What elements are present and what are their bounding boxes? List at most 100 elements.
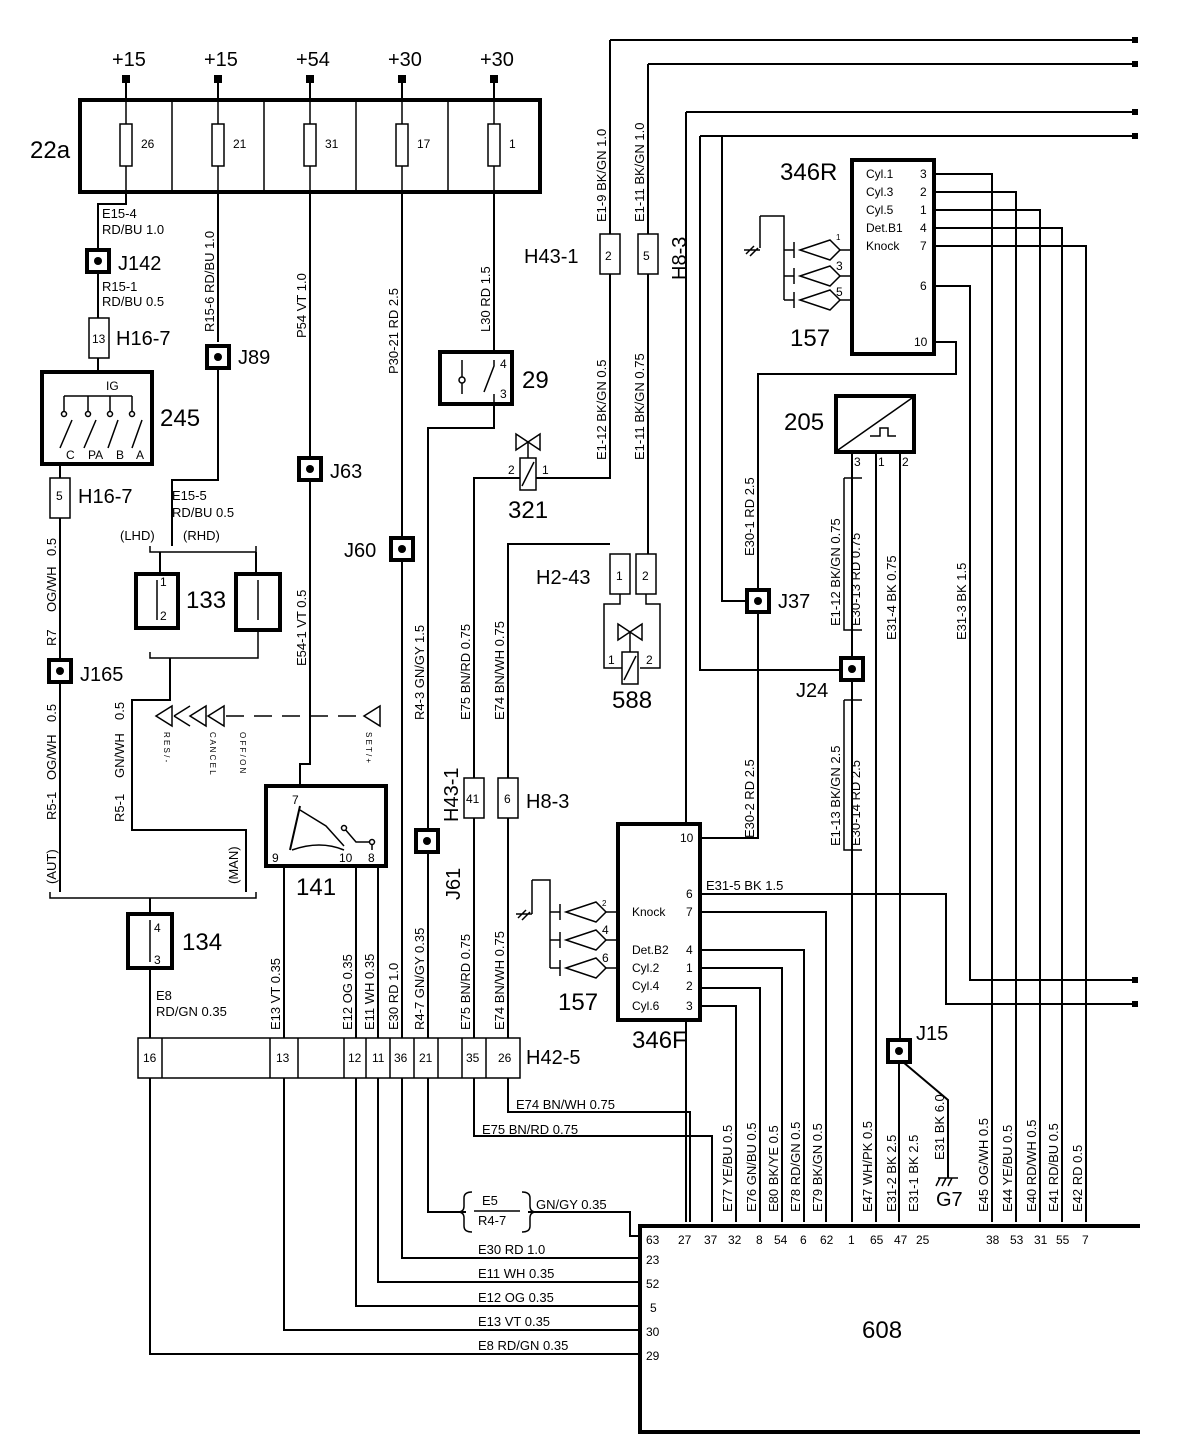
junction-label: J89	[238, 347, 270, 369]
wire-label: E8	[156, 988, 172, 1003]
wire-label: E74 BN/WH 0.75	[516, 1097, 615, 1112]
wire-label: 0.5	[44, 704, 59, 722]
valve-circuit: E1-9 BK/GN 1.0 E1-11 BK/GN 1.0 2 5 H43-1…	[441, 37, 1138, 1038]
connector-pin: 36	[394, 1051, 408, 1065]
wire-label: E31-4 BK 0.75	[884, 555, 899, 640]
wire-label: E75 BN/RD 0.75	[482, 1122, 578, 1137]
brake-circuit: L30 RD 1.5 4 3 29 R4-3 GN/GY 1.5 J61 R4-…	[412, 192, 549, 1038]
component-label: 157	[558, 989, 598, 1016]
component-label: 205	[784, 409, 824, 436]
module-pin-name: Knock	[632, 905, 666, 919]
module-pin: 7	[920, 239, 927, 253]
ecu-pin: 62	[820, 1233, 834, 1247]
wire-label: E30-14 RD 2.5	[848, 760, 863, 846]
valve-pin: 1	[542, 463, 549, 477]
wire-label: E1-12 BK/GN 0.5	[594, 360, 609, 460]
wire-label: E45 OG/WH 0.5	[976, 1118, 991, 1212]
wire-label: R4-3 GN/GY 1.5	[412, 625, 427, 720]
wire-label: E44 YE/BU 0.5	[1000, 1125, 1015, 1212]
switch-pin: B	[116, 448, 124, 462]
ecu-wire-labels: E77 YE/BU 0.5 E76 GN/BU 0.5 E80 BK/YE 0.…	[720, 1118, 1085, 1212]
valve-pin: 1	[608, 653, 615, 667]
junction-label: J37	[778, 591, 810, 613]
ecu-pin: 7	[1082, 1233, 1089, 1247]
component-label: 29	[522, 367, 549, 394]
wire-label: E12 OG 0.35	[340, 954, 355, 1030]
connector-pin: 13	[92, 332, 106, 346]
wire-label: P30-21 RD 2.5	[386, 288, 401, 374]
fuse-number: 17	[417, 137, 431, 151]
wire-label: P54 VT 1.0	[294, 273, 309, 338]
component-label: 133	[186, 587, 226, 614]
wire-label: E76 GN/BU 0.5	[744, 1122, 759, 1212]
wire-label: E8 RD/GN 0.35	[478, 1338, 568, 1353]
ecu-pin: 25	[916, 1233, 930, 1247]
module-pin: 6	[686, 887, 693, 901]
ecu-608: 608 27 37 32 8 54 6 62 1 65 47 25 38 53 …	[638, 1224, 1140, 1434]
aut-label: (AUT)	[44, 849, 59, 884]
wire-label: RD/GN 0.35	[156, 1004, 227, 1019]
module-pin-name: Cyl.3	[866, 185, 894, 199]
wire-label: E30 RD 1.0	[386, 963, 401, 1030]
wire-label: E15-4	[102, 206, 137, 221]
switch-pin: 3	[500, 387, 507, 401]
wire-label: OG/WH	[44, 735, 59, 781]
knock-sensor-section: 346R Cyl.1 Cyl.3 Cyl.5 Det.B1 Knock 3 2 …	[685, 109, 1138, 1222]
terminal-label: +54	[296, 49, 330, 71]
component-label: 134	[182, 929, 222, 956]
module-pin: 6	[920, 279, 927, 293]
wire-label: GN/WH	[112, 733, 127, 778]
module-pin: 10	[914, 335, 928, 349]
component-label: 608	[862, 1317, 902, 1344]
connector-label: H8-3	[526, 791, 569, 813]
component-label: 321	[508, 497, 548, 524]
module-pin: 3	[920, 167, 927, 181]
module-pin-name: Cyl.1	[866, 167, 894, 181]
wire-label: L30 RD 1.5	[478, 266, 493, 332]
wire-label: E1-9 BK/GN 1.0	[594, 129, 609, 222]
ecu-pin: 55	[1056, 1233, 1070, 1247]
wire-label: E1-12 BK/GN 0.75	[828, 518, 843, 626]
sensor-pin: 2	[602, 899, 607, 908]
wire-label: E75 BN/RD 0.75	[458, 624, 473, 720]
wire-label: E1-11 BK/GN 0.75	[632, 353, 647, 460]
ecu-pin: 52	[646, 1277, 660, 1291]
wire-label: E12 OG 0.35	[478, 1290, 554, 1305]
connector-pin: 35	[466, 1051, 480, 1065]
ecu-pin: 1	[848, 1233, 855, 1247]
wire-label: R5-1	[112, 794, 127, 822]
module-pin-name: Cyl.4	[632, 979, 660, 993]
fuse-box-22a: 22a 26 21 31 17 1	[30, 98, 542, 194]
wire-label: E15-5	[172, 488, 207, 503]
wire-label: E1-11 BK/GN 1.0	[632, 123, 647, 222]
module-pin-name: Det.B1	[866, 221, 903, 235]
ignition-module-346r	[850, 158, 936, 356]
component-label: 141	[296, 874, 336, 901]
connector-pin: 2	[605, 249, 612, 263]
module-pin: 2	[920, 185, 927, 199]
connector-h42-5: 16 13 12 11 36 21 35 26 H42-5	[137, 1037, 580, 1079]
wire-label: E31-2 BK 2.5	[884, 1135, 899, 1212]
wire-label: E40 RD/WH 0.5	[1024, 1120, 1039, 1212]
ecu-pin: 5	[650, 1301, 657, 1315]
ecu-pin: 65	[870, 1233, 884, 1247]
connector-pin: 26	[498, 1051, 512, 1065]
component-label: 157	[790, 325, 830, 352]
component-label: 346F	[632, 1027, 687, 1054]
component-label: 245	[160, 405, 200, 432]
ecu-pin: 47	[894, 1233, 908, 1247]
wire-label: OG/WH	[44, 567, 59, 613]
wire-label: E11 WH 0.35	[362, 954, 377, 1030]
wire-label: E74 BN/WH 0.75	[492, 621, 507, 720]
terminal-label: +30	[480, 49, 514, 71]
wire-label: R5-1	[44, 792, 59, 820]
fuse-number: 31	[325, 137, 339, 151]
wire-label: E80 BK/YE 0.5	[766, 1125, 781, 1212]
module-pin: 2	[686, 979, 693, 993]
wire-label: R4-7 GN/GY 0.35	[412, 928, 427, 1030]
switch-label: R E S / -	[162, 732, 171, 763]
sensor-pin: 3	[836, 259, 843, 273]
wire-label: E5	[482, 1193, 498, 1208]
ignition-module-346f-group: 346F 10 6 Knock 7 Det.B2 4 Cyl.2 1 Cyl.4…	[516, 822, 1138, 1222]
